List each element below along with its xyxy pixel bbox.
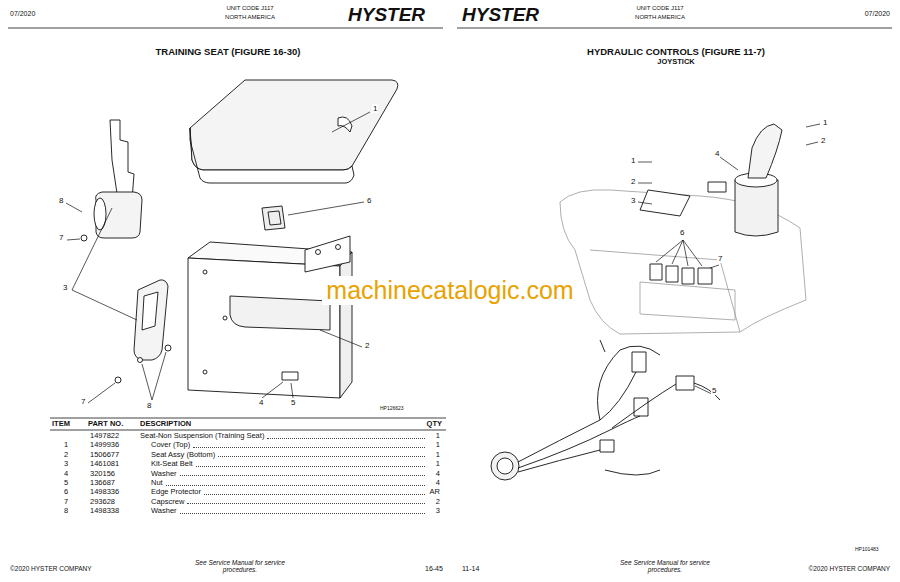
part-description: Washer — [151, 470, 177, 479]
item-number: 4 — [64, 470, 68, 479]
callout-number: 1 — [822, 118, 828, 127]
table-header: PART NO. — [88, 420, 123, 429]
item-number: 6 — [64, 488, 68, 497]
callout-number: 7 — [58, 233, 64, 242]
callout-number: 6 — [366, 196, 372, 205]
item-number: 1 — [64, 441, 68, 450]
quantity: 1 — [436, 432, 440, 441]
part-number: 320156 — [90, 470, 115, 479]
callout-number: 4 — [258, 398, 264, 407]
callout-number: 7 — [717, 254, 723, 263]
watermark: machinecatalogic.com — [322, 276, 577, 305]
page-number: 11-14 — [462, 565, 479, 573]
page-number: 16-45 — [425, 565, 443, 573]
dot-leader — [267, 438, 425, 439]
quantity: 1 — [436, 451, 440, 460]
part-description: Edge Protector — [151, 488, 201, 497]
quantity: AR — [430, 488, 440, 497]
callout-number: 7 — [80, 397, 86, 406]
header-date: 07/2020 — [865, 10, 890, 18]
figure-code: HP126623 — [380, 406, 404, 412]
callout-number: 5 — [290, 398, 296, 407]
quantity: 2 — [436, 498, 440, 507]
callout-number: 1 — [372, 104, 378, 113]
header-text: NORTH AMERICA — [225, 14, 275, 21]
quantity: 1 — [436, 441, 440, 450]
callout-number: 8 — [146, 401, 152, 410]
item-number: 5 — [64, 479, 68, 488]
callout-number: 5 — [711, 386, 717, 395]
part-description: Washer — [151, 507, 177, 516]
footer-note: See Service Manual for service procedure… — [185, 559, 295, 574]
part-number: 1498336 — [90, 488, 119, 497]
callout-number: 6 — [679, 228, 685, 237]
quantity: 4 — [436, 479, 440, 488]
table-header: ITEM — [52, 420, 70, 429]
quantity: 4 — [436, 470, 440, 479]
part-description: Seat Assy (Bottom) — [151, 451, 215, 460]
part-description: Seat-Non Suspension (Training Seat) — [140, 432, 264, 441]
header-text: UNIT CODE J117 — [226, 5, 273, 12]
footer-text: ©2020 HYSTER COMPANY — [808, 565, 890, 572]
dot-leader — [196, 466, 425, 467]
brand-logo: HYSTER — [462, 4, 539, 26]
part-description: Cover (Top) — [151, 441, 190, 450]
part-number: 1461081 — [90, 460, 119, 469]
part-description: Kit-Seat Belt — [151, 460, 193, 469]
brand-logo: HYSTER — [348, 4, 425, 26]
header-date: 07/2020 — [10, 10, 35, 18]
dot-leader — [180, 475, 425, 476]
part-number: 293628 — [90, 498, 115, 507]
table-header: QTY — [427, 420, 442, 429]
callout-number: 1 — [630, 156, 636, 165]
part-number: 1506677 — [90, 451, 119, 460]
dot-leader — [193, 447, 425, 448]
part-description: Nut — [151, 479, 163, 488]
callout-number: 3 — [630, 196, 636, 205]
item-number: 2 — [64, 451, 68, 460]
callout-number: 4 — [714, 149, 720, 158]
callout-number: 2 — [364, 341, 370, 350]
footer-note: See Service Manual for service procedure… — [610, 559, 720, 574]
page-title: TRAINING SEAT (FIGURE 16-30) — [156, 47, 301, 58]
dot-leader — [180, 513, 425, 514]
dot-leader — [204, 494, 425, 495]
page-subtitle: JOYSTICK — [657, 58, 695, 67]
dot-leader — [187, 503, 425, 504]
dot-leader — [218, 456, 425, 457]
part-description: Capscrew — [151, 498, 184, 507]
figure-code: HP101483 — [855, 547, 879, 553]
callout-number: 2 — [820, 136, 826, 145]
part-number: 1497822 — [90, 432, 119, 441]
dot-leader — [166, 485, 425, 486]
callout-number: 8 — [58, 196, 64, 205]
part-number: 136687 — [90, 479, 115, 488]
callout-number: 3 — [62, 283, 68, 292]
part-number: 1499936 — [90, 441, 119, 450]
item-number: 7 — [64, 498, 68, 507]
header-text: NORTH AMERICA — [635, 14, 685, 21]
page-title: HYDRAULIC CONTROLS (FIGURE 11-7) — [587, 47, 765, 58]
callout-number: 2 — [630, 177, 636, 186]
quantity: 1 — [436, 460, 440, 469]
table-header: DESCRIPTION — [140, 420, 191, 429]
footer-text: ©2020 HYSTER COMPANY — [10, 565, 92, 572]
header-text: UNIT CODE J117 — [636, 5, 683, 12]
part-number: 1498338 — [90, 507, 119, 516]
item-number: 8 — [64, 507, 68, 516]
item-number: 3 — [64, 460, 68, 469]
quantity: 3 — [436, 507, 440, 516]
